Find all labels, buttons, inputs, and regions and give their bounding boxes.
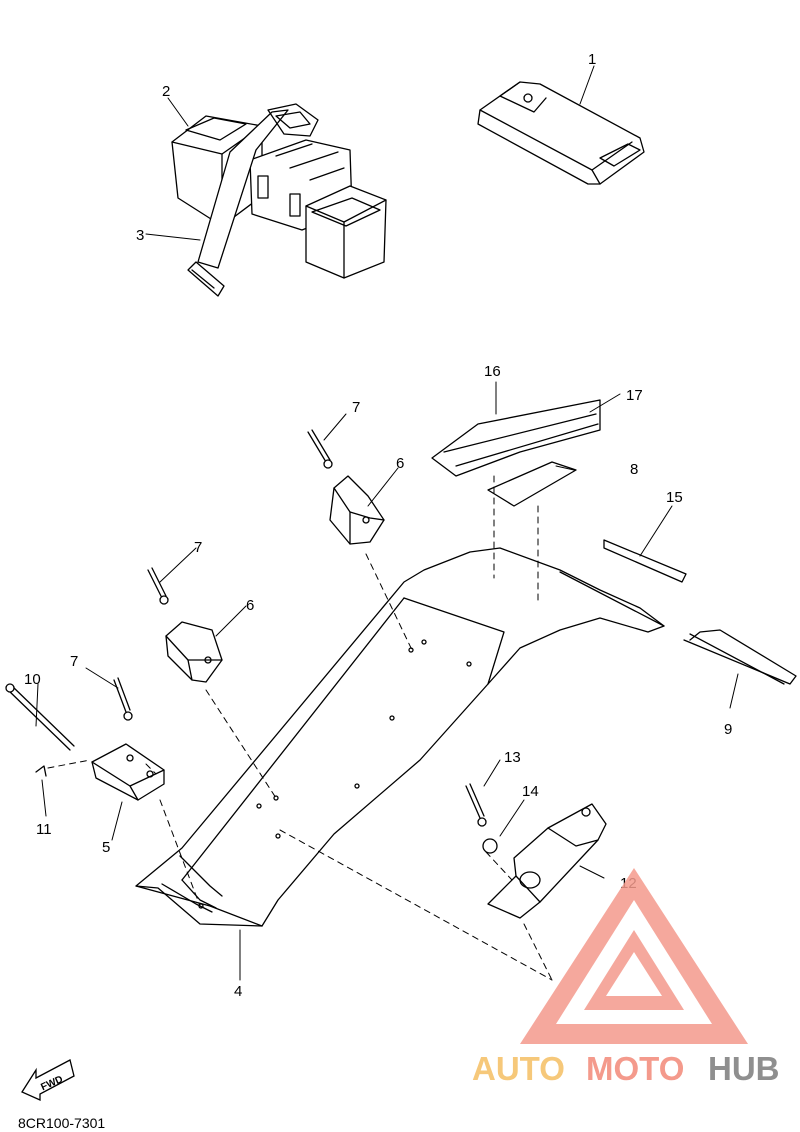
callout-16: 16 [484,363,501,380]
rivet-upper-drawing [307,429,333,469]
watermark-auto: AUTO [472,1050,565,1087]
callout-8: 8 [630,461,638,478]
battery-box-drawing [171,103,387,297]
callout-14: 14 [522,783,539,800]
assembly-lines [47,475,553,981]
leader-lines [35,65,739,981]
nut-drawing [482,838,498,854]
watermark-hub: HUB [708,1050,780,1087]
callout-5: 5 [102,839,110,856]
callout-6-upper: 6 [396,455,404,472]
callout-7-upper: 7 [352,399,360,416]
callout-1: 1 [588,51,596,68]
callout-9: 9 [724,721,732,738]
watermark-logo [520,868,748,1044]
fwd-arrow-icon: FWD [21,1059,75,1102]
callout-10: 10 [24,671,41,688]
callout-13: 13 [504,749,521,766]
callout-15: 15 [666,489,683,506]
callout-7-middle: 7 [194,539,202,556]
rod-drawing [603,539,687,583]
hinge-bolt-drawing [5,683,75,751]
cotter-pin-drawing [35,765,47,777]
callout-2: 2 [162,83,170,100]
callout-7-lower: 7 [70,653,78,670]
grab-bar-drawing [683,629,797,685]
decal-stripe-drawing [431,399,601,477]
tool-pouch-drawing [477,81,645,185]
hinge-bracket-drawing [91,743,165,801]
figure-code: 8CR100-7301 [18,1115,105,1131]
decal-small-drawing [487,461,577,507]
clip-lower-drawing [165,621,223,683]
watermark-moto: MOTO [586,1050,684,1087]
callout-3: 3 [136,227,144,244]
callout-11: 11 [36,821,52,838]
callout-6-lower: 6 [246,597,254,614]
tail-bracket-drawing [487,803,607,919]
clip-upper-drawing [329,475,385,545]
rear-fender-drawing [135,547,665,927]
rivet-middle-drawing [147,567,169,605]
callout-4: 4 [234,983,242,1000]
rivet-lower-drawing [113,677,133,721]
callout-17: 17 [626,387,643,404]
screw-drawing [465,783,487,827]
